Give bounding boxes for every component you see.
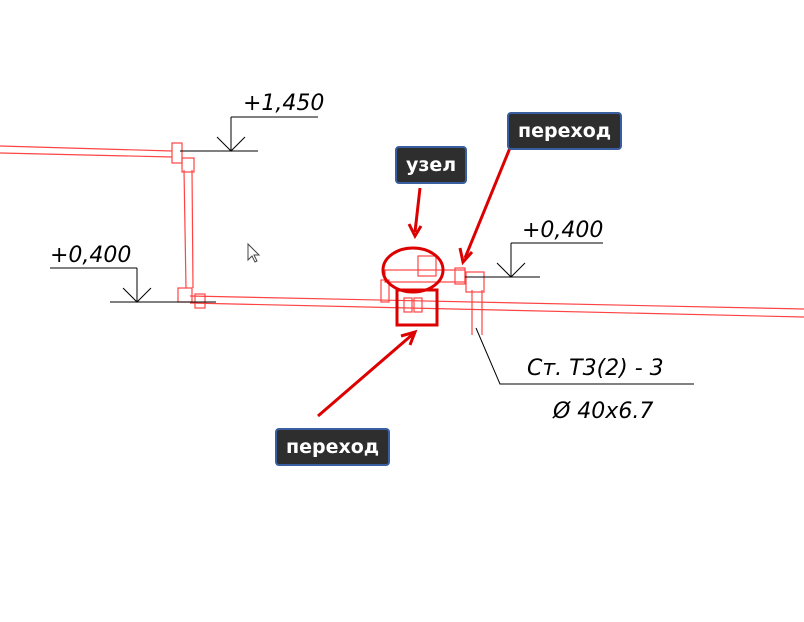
level-left: +0,400: [50, 243, 131, 268]
label-node: узел: [395, 146, 468, 184]
label-transition-bottom: переход: [275, 428, 391, 466]
label-transition-top: переход: [507, 112, 623, 150]
transition-top-arrow: [463, 142, 514, 259]
annotations: [317, 142, 514, 418]
level-top: +1,450: [243, 91, 324, 116]
node-arrow: [413, 187, 422, 233]
pipe-spec-line1: Ст. Т3(2) - 3: [527, 356, 664, 381]
transition-bottom-arrow: [317, 332, 414, 418]
pipe-spec-line2: Ø 40x6.7: [552, 399, 653, 424]
node-ellipse: [381, 246, 445, 294]
pipes: [0, 142, 804, 335]
transition-box: [395, 288, 439, 327]
level-marks: [50, 116, 694, 385]
cursor-icon: [247, 242, 261, 263]
level-right: +0,400: [522, 218, 603, 243]
